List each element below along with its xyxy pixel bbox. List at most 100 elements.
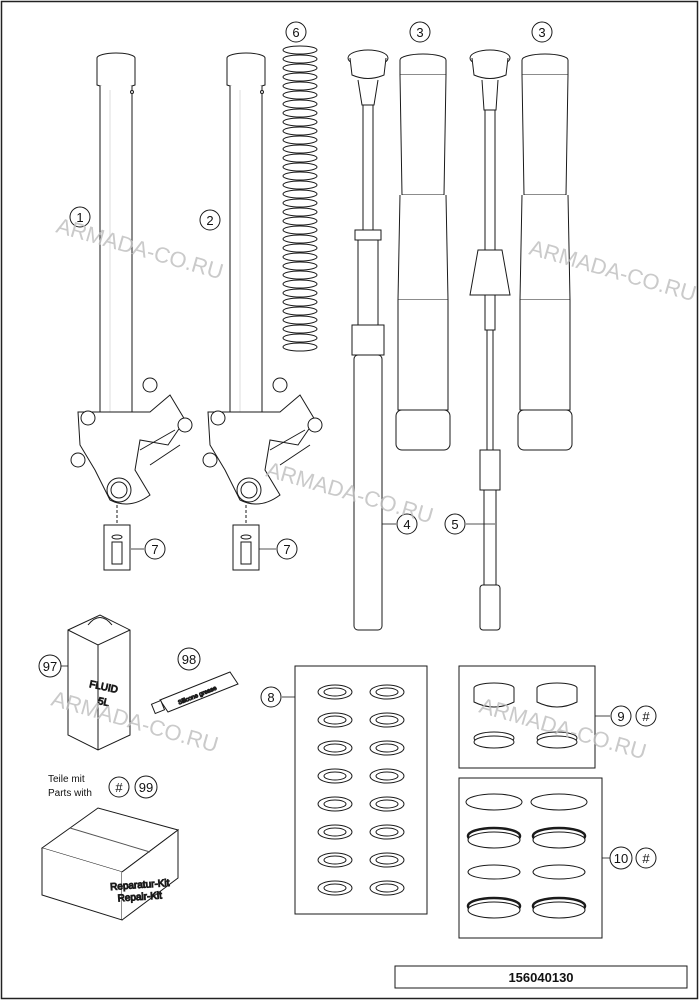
slide-bushings [473,682,578,749]
axle-bolt-right [232,505,260,571]
bushing-ring-inner [375,855,399,865]
note-line1: Teile mit [48,774,85,785]
spring-coil [282,81,318,91]
spring-coil [282,153,318,163]
spring-coil [282,126,318,136]
bushing-ring-inner [323,687,347,697]
svg-text:3: 3 [538,25,545,40]
callout-98: 98 [177,647,201,671]
svg-text:7: 7 [151,542,158,557]
outer-tube-2 [202,52,323,505]
cartridge-4 [347,49,389,631]
repair-kit-box: Reparatur-Kit Repair-Kit [40,807,180,921]
spring-coil [282,234,318,244]
can-label-line2: 5L [97,696,111,709]
svg-text:97: 97 [43,659,57,674]
spring-coil [282,162,318,172]
spring-coil [282,198,318,208]
spring-coil [282,261,318,271]
callout-10: 10 [609,846,633,870]
spring-coil [282,270,318,280]
note-line2: Parts with [48,788,92,799]
spring-coil [282,243,318,253]
callout-99-hash: # [108,776,130,798]
bushing-ring-inner [323,771,347,781]
kit-label-line1: Reparatur-Kit [110,878,170,893]
svg-text:#: # [642,709,650,724]
spring-coil [282,189,318,199]
spring-coil [282,90,318,100]
bushing-ring-inner [323,855,347,865]
spring-coil [282,324,318,334]
callout-3b: 3 [531,21,553,43]
bushing-ring-inner [323,827,347,837]
svg-text:10: 10 [614,851,628,866]
svg-text:3: 3 [416,25,423,40]
bushing-ring-inner [375,771,399,781]
inner-tube-3b [517,53,573,451]
bushing-ring-inner [323,743,347,753]
bushing-ring-inner [375,687,399,697]
fork-spring [282,45,318,352]
bushing-ring-inner [375,827,399,837]
callout-5: 5 [444,513,466,535]
spring-coil [282,306,318,316]
spring-coil [282,63,318,73]
callout-8: 8 [260,686,282,708]
bushing-ring-inner [375,715,399,725]
spring-coil [282,342,318,352]
callout-9-hash: # [635,705,657,727]
diagram-code: 156040130 [508,970,573,985]
spring-coil [282,171,318,181]
spring-coil [282,252,318,262]
spring-coil [282,54,318,64]
callout-3a: 3 [409,21,431,43]
bushing-ring-inner [375,883,399,893]
callout-2: 2 [199,209,221,231]
callout-4: 4 [396,513,418,535]
spring-coil [282,99,318,109]
bushing-ring-inner [323,799,347,809]
outer-tube-1 [70,52,193,505]
svg-text:4: 4 [403,517,410,532]
bushing-ring-inner [375,799,399,809]
spring-coil [282,72,318,82]
svg-text:#: # [642,851,650,866]
spring-coil [282,315,318,325]
svg-text:98: 98 [182,652,196,667]
spring-coil [282,288,318,298]
bushing-ring-inner [375,743,399,753]
cartridge-5 [469,49,511,631]
svg-text:99: 99 [139,780,153,795]
leader-lines [52,523,610,859]
svg-text:1: 1 [76,210,83,225]
callout-7b: 7 [276,538,298,560]
svg-text:6: 6 [292,25,299,40]
inner-tube-3a [395,53,451,451]
slide-bushing-box [458,665,596,769]
callout-9: 9 [610,705,632,727]
spring-coil [282,225,318,235]
spring-coil [282,333,318,343]
bushing-ring-inner [323,715,347,725]
seal-rings [465,793,588,919]
callout-7a: 7 [144,538,166,560]
svg-text:5: 5 [451,517,458,532]
spring-coil [282,144,318,154]
diagram-code-box [394,965,688,989]
fork-fluid-can: FLUID 5L [67,614,131,751]
svg-text:9: 9 [617,709,624,724]
spring-coil [282,297,318,307]
callout-6: 6 [285,21,307,43]
callout-97: 97 [38,654,62,678]
callout-99: 99 [134,775,158,799]
spring-coil [282,117,318,127]
spring-coil [282,279,318,289]
kit-label-line2: Repair-Kit [117,890,162,904]
spring-coil [282,180,318,190]
bushing-set-box [294,665,428,915]
svg-text:2: 2 [206,213,213,228]
svg-text:#: # [115,780,123,795]
axle-bolt-left [103,505,131,571]
